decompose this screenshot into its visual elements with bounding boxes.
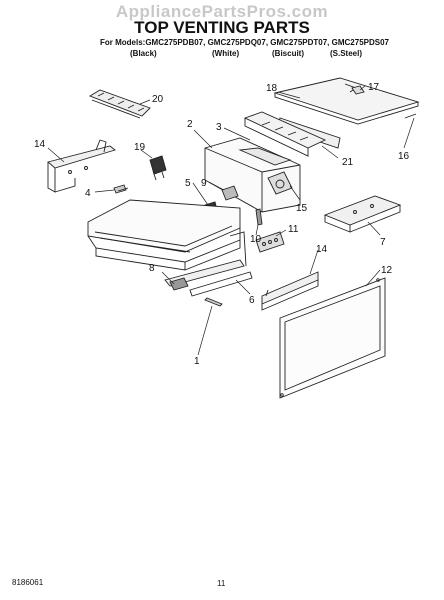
- watermark: AppliancePartsPros.com: [115, 2, 329, 21]
- callout-1: 1: [194, 356, 200, 367]
- part-20-vent-grille: [88, 89, 151, 119]
- finish-biscuit: (Biscuit): [272, 49, 304, 58]
- part-19-switch: [149, 155, 167, 181]
- part-18-top-cover: [273, 77, 420, 125]
- callout-10: 10: [250, 234, 262, 245]
- callout-20: 20: [152, 94, 164, 105]
- callout-12: 12: [381, 265, 393, 276]
- part-2-housing: [204, 137, 301, 213]
- page-number: 11: [217, 579, 226, 588]
- finish-white: (White): [212, 49, 240, 58]
- callout-7: 7: [380, 237, 386, 248]
- callout-17: 17: [368, 82, 380, 93]
- part-17-clip: [351, 85, 365, 95]
- part-12-rear-panel: [279, 277, 386, 399]
- callouts: 20 18 17 2 3 14 19 21 16 9 5 4 15 7 10 1…: [34, 82, 410, 367]
- callout-5: 5: [185, 178, 191, 189]
- callout-21: 21: [342, 157, 354, 168]
- part-14-right-channel: [261, 271, 319, 311]
- callout-9: 9: [201, 178, 207, 189]
- callout-18: 18: [266, 83, 278, 94]
- callout-3: 3: [216, 122, 222, 133]
- callout-11: 11: [288, 224, 299, 235]
- finish-stainless: (S.Steel): [330, 49, 363, 58]
- finish-black: (Black): [130, 49, 157, 58]
- part-11-terminal-block: [255, 231, 285, 253]
- part-7-bracket: [323, 195, 402, 233]
- part-9-bracket: [221, 185, 239, 201]
- part-3-blower-bracket: [243, 111, 327, 157]
- callout-8: 8: [149, 263, 155, 274]
- part-14-left-bracket: [47, 139, 116, 193]
- callout-4: 4: [85, 188, 91, 199]
- part-4-clip: [113, 184, 129, 194]
- callout-14-left: 14: [34, 139, 46, 150]
- part-8-damper: [169, 277, 189, 291]
- part-1-rod: [204, 297, 223, 307]
- callout-6: 6: [249, 295, 255, 306]
- part-16-edge: [404, 113, 417, 119]
- callout-15: 15: [296, 203, 308, 214]
- page-title: TOP VENTING PARTS: [134, 18, 310, 37]
- callout-14-right: 14: [316, 244, 328, 255]
- part-10-pin: [255, 208, 263, 226]
- callout-19: 19: [134, 142, 146, 153]
- callout-16: 16: [398, 151, 410, 162]
- leader-lines: [47, 85, 415, 356]
- callout-2: 2: [187, 119, 193, 130]
- models-line: For Models:GMC275PDB07, GMC275PDQ07, GMC…: [100, 38, 389, 47]
- doc-number: 8186061: [12, 578, 44, 587]
